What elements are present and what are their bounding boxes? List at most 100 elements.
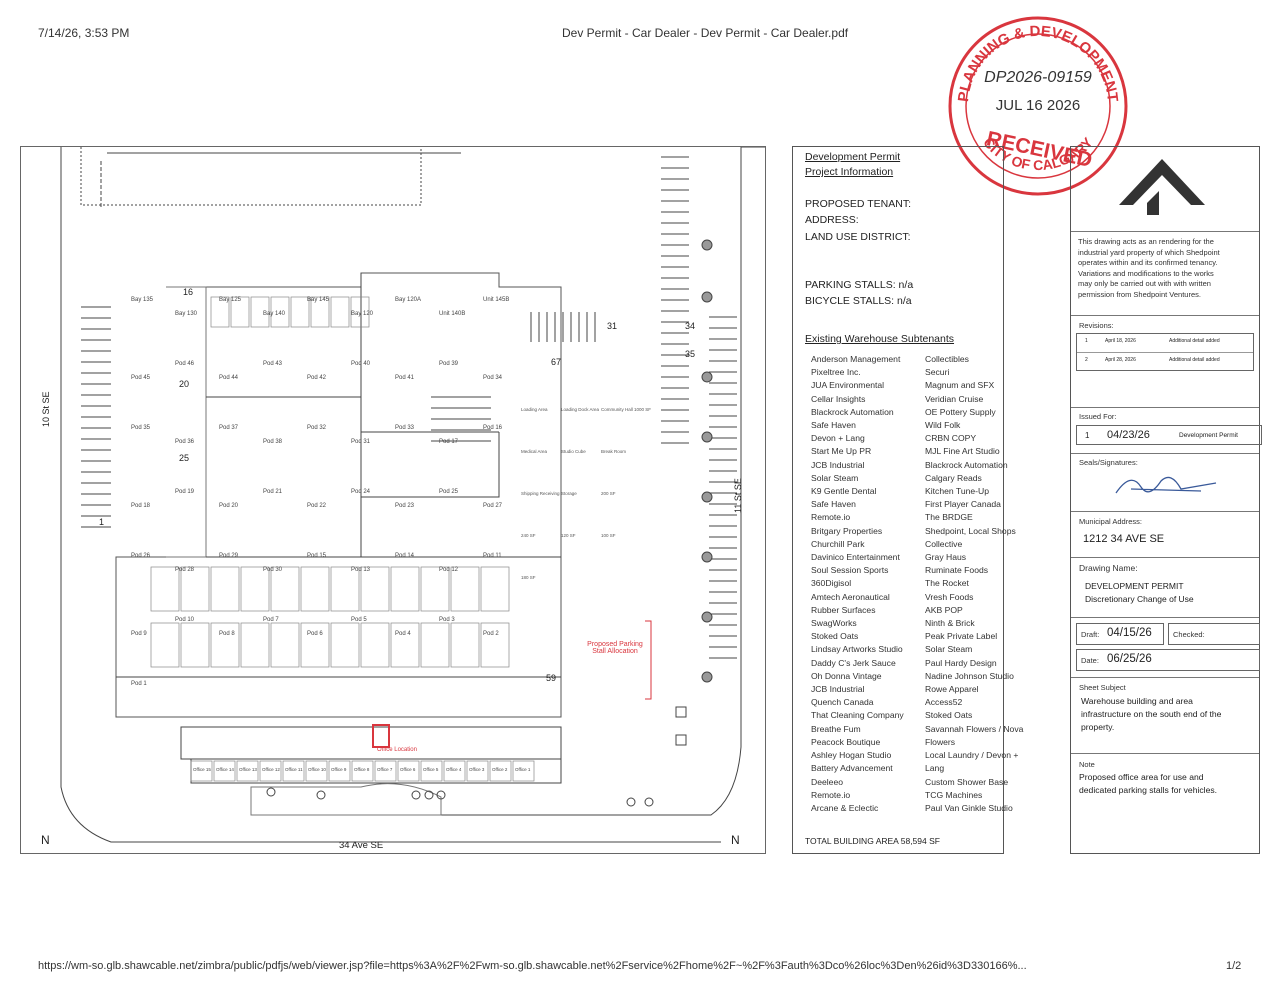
subtenant-item: Lang — [925, 763, 945, 774]
info-heading-1: Development Permit — [805, 151, 901, 163]
subtenant-item: Blackrock Automation — [811, 406, 894, 417]
subtenant-item: Vresh Foods — [925, 591, 974, 602]
unit-label: Pod 2 — [483, 631, 499, 637]
subtenant-item: Remote.io — [811, 789, 851, 800]
subject-line: infrastructure on the south end of the — [1081, 709, 1222, 719]
unit-label: Pod 28 — [175, 567, 195, 573]
parking-stalls: PARKING STALLS: n/a — [805, 279, 914, 291]
subtenant-item: Stoked Oats — [925, 710, 973, 721]
parking-stall-number: 59 — [546, 673, 557, 683]
date-label: Date: — [1081, 656, 1099, 665]
subtenant-item: AKB POP — [925, 604, 963, 615]
unit-label: Pod 42 — [307, 375, 327, 381]
subtenant-item: Gray Haus — [925, 552, 967, 563]
date-box: Date: 06/25/26 — [1076, 649, 1260, 671]
unit-label: Pod 6 — [307, 631, 323, 637]
print-timestamp: 7/14/26, 3:53 PM — [38, 26, 130, 40]
subtenant-item: Savannah Flowers / Nova — [925, 723, 1024, 734]
subtenant-item: Soul Session Sports — [811, 565, 889, 576]
disclaimer-line: permission from Shedpoint Ventures. — [1078, 289, 1201, 299]
note-line: dedicated parking stalls for vehicles. — [1079, 785, 1218, 795]
area-label: Break Room — [601, 449, 627, 454]
office-label: Office 13 — [239, 767, 257, 772]
office-label: Office 6 — [400, 767, 416, 772]
subtenant-item: Anderson Management — [811, 354, 901, 364]
parking-stall-number: 1 — [99, 517, 105, 527]
subtenant-item: JCB Industrial — [811, 684, 865, 695]
area-label: Community Hall 1000 SF — [601, 407, 652, 412]
bicycle-stalls: BICYCLE STALLS: n/a — [805, 295, 912, 307]
issued-for-label: Issued For: — [1079, 412, 1117, 421]
subtenant-item: Remote.io — [811, 512, 851, 523]
unit-label: Pod 27 — [483, 503, 503, 509]
area-label: 180 SF — [521, 575, 536, 580]
subtenant-item: Quench Canada — [811, 697, 874, 708]
subtenant-item: Ruminate Foods — [925, 565, 989, 576]
parking-stall-number: 16 — [183, 287, 194, 297]
disclaimer-line: Variations and modifications to the work… — [1078, 268, 1214, 278]
office-label: Office 14 — [216, 767, 234, 772]
unit-label: Pod 4 — [395, 631, 411, 637]
area-label: Storage — [561, 491, 577, 496]
issued-date: 04/23/26 — [1107, 429, 1150, 441]
parking-stall-number: 31 — [607, 321, 618, 331]
subtenants-heading: Existing Warehouse Subtenants — [805, 333, 955, 345]
unit-label: Bay 135 — [131, 297, 154, 303]
unit-label: Pod 24 — [351, 489, 371, 495]
subtenant-item: Local Laundry / Devon + — [925, 750, 1019, 761]
subtenant-item: Paul Van Ginkle Studio — [925, 802, 1013, 813]
unit-label: Pod 1 — [131, 681, 147, 687]
area-label: Loading Dock Area — [561, 407, 600, 412]
office-label: Office 9 — [331, 767, 347, 772]
unit-label: Pod 36 — [175, 439, 195, 445]
drawing-name-1: DEVELOPMENT PERMIT — [1085, 581, 1184, 591]
subtenant-item: JCB Industrial — [811, 459, 865, 470]
unit-label: Pod 46 — [175, 361, 195, 367]
disclaimer-text: This drawing acts as an rendering for th… — [1078, 237, 1220, 300]
street-label-right: 11 St SE — [733, 478, 743, 513]
subtenant-item: Safe Haven — [811, 420, 856, 431]
subtenant-item: SwagWorks — [811, 618, 857, 629]
unit-label: Bay 130 — [175, 311, 198, 317]
unit-label: Pod 22 — [307, 503, 327, 509]
parking-stall-number: 20 — [179, 379, 190, 389]
subtenant-item: Ashley Hogan Studio — [811, 750, 892, 761]
unit-label: Pod 29 — [219, 553, 239, 559]
checked-box: Checked: — [1168, 623, 1260, 645]
subtenant-item: Deeleeo — [811, 776, 844, 787]
unit-label: Pod 26 — [131, 553, 151, 559]
subtenant-item: TCG Machines — [925, 789, 983, 800]
unit-label: Pod 33 — [395, 425, 415, 431]
received-stamp: PLANNING & DEVELOPMENT CITY OF CALGARY D… — [948, 16, 1128, 196]
office-location-label: Office Location — [377, 747, 417, 753]
drawing-name-2: Discretionary Change of Use — [1085, 594, 1194, 604]
subtenant-item: Pixeltree Inc. — [811, 367, 861, 378]
unit-label: Pod 23 — [395, 503, 415, 509]
subtenant-item: Solar Steam — [811, 472, 859, 483]
municipal-address: 1212 34 AVE SE — [1083, 533, 1165, 545]
project-info-panel: Development Permit Project Information P… — [792, 146, 1023, 854]
subtenant-item: First Player Canada — [925, 499, 1001, 510]
unit-label: Pod 35 — [131, 425, 151, 431]
north-arrow-left: N — [41, 833, 50, 847]
revisions-label: Revisions: — [1079, 321, 1114, 330]
subtenant-item: Peacock Boutique — [811, 736, 881, 747]
rev-1-date: April 18, 2026 — [1105, 338, 1136, 344]
svg-text:JUL 16 2026: JUL 16 2026 — [996, 97, 1081, 114]
drawing-name-label: Drawing Name: — [1079, 563, 1138, 573]
office-label: Office 15 — [193, 767, 211, 772]
rev-1-no: 1 — [1085, 338, 1088, 344]
disclaimer-line: operates within and its confirmed tenanc… — [1078, 258, 1218, 267]
total-building-area: TOTAL BUILDING AREA 58,594 SF — [805, 836, 940, 846]
subtenant-item: Custom Shower Base — [925, 776, 1009, 787]
subtenant-item: Stoked Oats — [811, 631, 859, 642]
subtenant-item: Flowers — [925, 736, 956, 747]
subtenant-item: Daddy C's Jerk Sauce — [811, 657, 896, 668]
office-label: Office 10 — [308, 767, 326, 772]
disclaimer-line: industrial yard property of which Shedpo… — [1078, 247, 1220, 257]
site-plan-drawing — [60, 147, 765, 843]
rev-2-desc: Additional detail added — [1169, 357, 1220, 363]
unit-label: Pod 15 — [307, 553, 327, 559]
area-label: Studio Cube — [561, 449, 586, 454]
